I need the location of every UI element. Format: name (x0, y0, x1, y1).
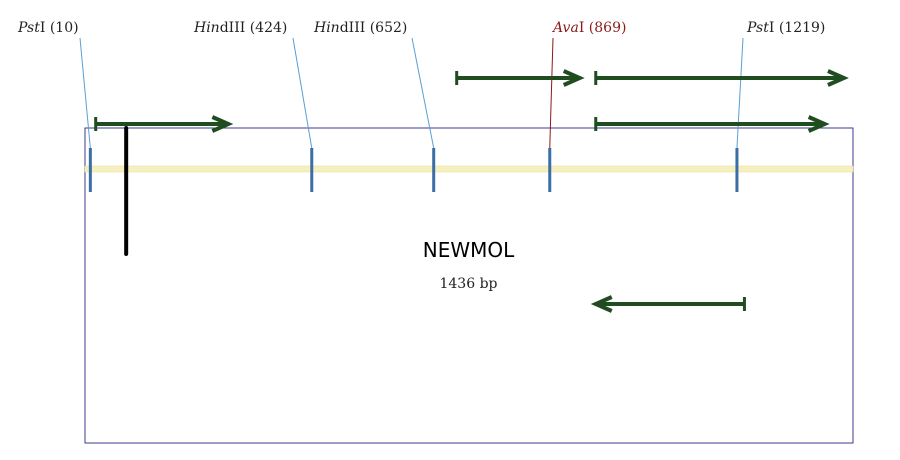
site-label[interactable]: PstI (10) (18, 20, 79, 36)
molecule-size: 1436 bp (439, 276, 498, 292)
site-label[interactable]: PstI (1219) (747, 20, 825, 36)
arrow-head-icon (211, 115, 234, 133)
arrow-head-icon (807, 115, 830, 133)
enzyme-name-italic: Hin (194, 20, 220, 36)
arrow-head-icon (562, 69, 585, 87)
site-leader-line (549, 37, 554, 149)
enzyme-name-italic: Pst (747, 20, 769, 36)
enzyme-name-italic: Pst (18, 20, 40, 36)
feature-arrow[interactable] (455, 69, 585, 87)
enzyme-name-rest: I (869) (578, 20, 627, 36)
molecule-name: NEWMOL (422, 238, 515, 262)
feature-arrow[interactable] (594, 69, 849, 87)
enzyme-name-rest: I (10) (39, 20, 79, 36)
enzyme-name-italic: Hin (314, 20, 340, 36)
enzyme-name-italic: Ava (553, 20, 579, 36)
map-border (84, 127, 854, 444)
feature-arrow[interactable] (594, 115, 830, 133)
feature-arrow[interactable] (94, 115, 234, 133)
site-label[interactable]: AvaI (869) (553, 20, 626, 36)
enzyme-name-rest: I (1219) (768, 20, 826, 36)
site-leader-line (79, 37, 91, 149)
arrow-head-icon (827, 69, 849, 87)
site-leader-line (411, 37, 435, 149)
site-leader-line (736, 37, 744, 149)
enzyme-name-rest: dIII (424) (219, 20, 288, 36)
site-leader-line (292, 37, 313, 149)
arrow-head-icon (590, 295, 613, 313)
backbone-band (84, 165, 854, 173)
site-label[interactable]: HindIII (424) (194, 20, 287, 36)
site-label[interactable]: HindIII (652) (314, 20, 407, 36)
enzyme-name-rest: dIII (652) (339, 20, 408, 36)
feature-arrow[interactable] (590, 295, 746, 313)
